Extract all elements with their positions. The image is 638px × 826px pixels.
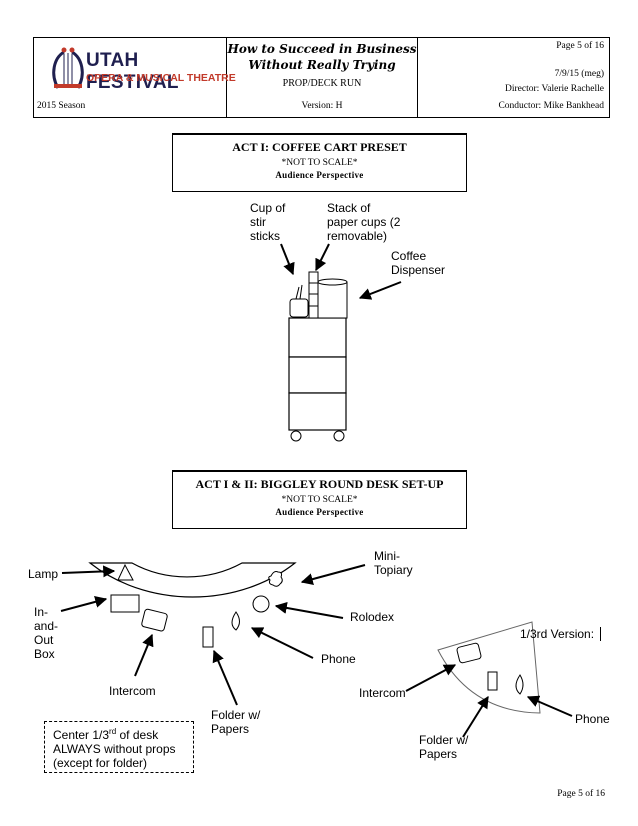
section2-perspective: Audience Perspective <box>275 507 364 517</box>
inout-box-label: In- and- Out Box <box>34 605 59 661</box>
logo-line2: OPERA & MUSICAL THEATRE <box>86 72 236 84</box>
section2-note: *NOT TO SCALE* <box>281 495 358 505</box>
paper-cups-label: Stack of paper cups (2 removable) <box>327 201 401 243</box>
intercom-label: Intercom <box>109 684 156 698</box>
folder-label: Folder w/ Papers <box>211 708 261 736</box>
phone-label: Phone <box>321 652 356 666</box>
season-label: 2015 Season <box>37 101 86 111</box>
show-title-line2: Without Really Trying <box>248 58 396 72</box>
document-header: UTAH FESTIVAL OPERA & MUSICAL THEATRE 20… <box>33 37 610 118</box>
page-number-footer: Page 5 of 16 <box>557 789 605 799</box>
phone2-label: Phone <box>575 712 610 726</box>
dispenser-label: Coffee Dispenser <box>391 249 446 277</box>
section2-title: ACT I & II: BIGGLEY ROUND DESK SET-UP <box>195 477 444 491</box>
round-desk-title-box: ACT I & II: BIGGLEY ROUND DESK SET-UP *N… <box>172 470 467 529</box>
section1-perspective: Audience Perspective <box>275 170 364 180</box>
section1-note: *NOT TO SCALE* <box>281 158 358 168</box>
lyre-logo-icon <box>52 47 84 89</box>
rolodex-label: Rolodex <box>350 610 395 624</box>
intercom2-label: Intercom <box>359 686 406 700</box>
center-third-note: Center 1/3rd of desk ALWAYS without prop… <box>44 721 194 773</box>
stir-sticks-label: Cup of stir sticks <box>250 201 286 243</box>
coffee-cart-diagram <box>280 243 402 442</box>
director-label: Director: Valerie Rachelle <box>505 84 604 94</box>
version-label: Version: H <box>301 101 343 111</box>
info-cell: Page 5 of 16 7/9/15 (meg) Director: Vale… <box>418 38 609 117</box>
folder2-label: Folder w/ Papers <box>419 733 469 761</box>
title-cell: How to Succeed in Business Without Reall… <box>227 38 418 117</box>
doc-type: PROP/DECK RUN <box>282 78 362 89</box>
show-title-line1: How to Succeed in Business <box>227 42 417 56</box>
logo-cell: UTAH FESTIVAL OPERA & MUSICAL THEATRE 20… <box>34 38 236 117</box>
round-desk-diagram <box>60 562 366 706</box>
show-title: How to Succeed in Business Without Reall… <box>227 41 417 73</box>
third-version-diagram <box>405 621 573 738</box>
third-version-label: 1/3rd Version: <box>520 627 602 641</box>
page-number-top: Page 5 of 16 <box>556 41 604 51</box>
coffee-cart-title-box: ACT I: COFFEE CART PRESET *NOT TO SCALE*… <box>172 133 467 192</box>
date-label: 7/9/15 (meg) <box>554 69 604 79</box>
topiary-label: Mini- Topiary <box>374 549 413 577</box>
section1-title: ACT I: COFFEE CART PRESET <box>232 140 407 154</box>
lamp-label: Lamp <box>28 567 59 581</box>
conductor-label: Conductor: Mike Bankhead <box>498 101 604 111</box>
logo-line1: UTAH FESTIVAL <box>86 50 179 93</box>
